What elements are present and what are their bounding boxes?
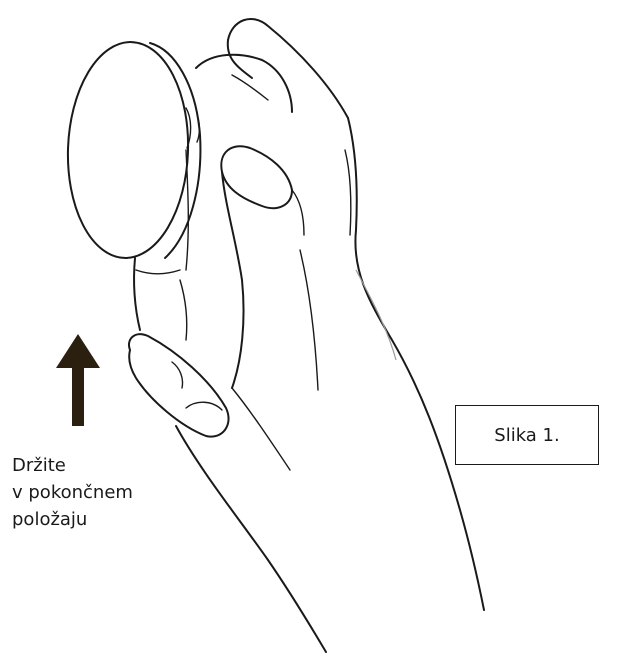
arrow-up-icon <box>56 334 100 426</box>
instruction-text: Držite v pokončnem položaju <box>12 452 133 533</box>
instruction-line-1: Držite <box>12 452 133 479</box>
figure-label-box: Slika 1. <box>455 405 599 465</box>
instruction-line-2: v pokončnem <box>12 479 133 506</box>
figure-label: Slika 1. <box>494 425 559 446</box>
handheld-device-icon <box>64 40 200 330</box>
hand-drawing <box>129 19 484 652</box>
instruction-line-3: položaju <box>12 506 133 533</box>
